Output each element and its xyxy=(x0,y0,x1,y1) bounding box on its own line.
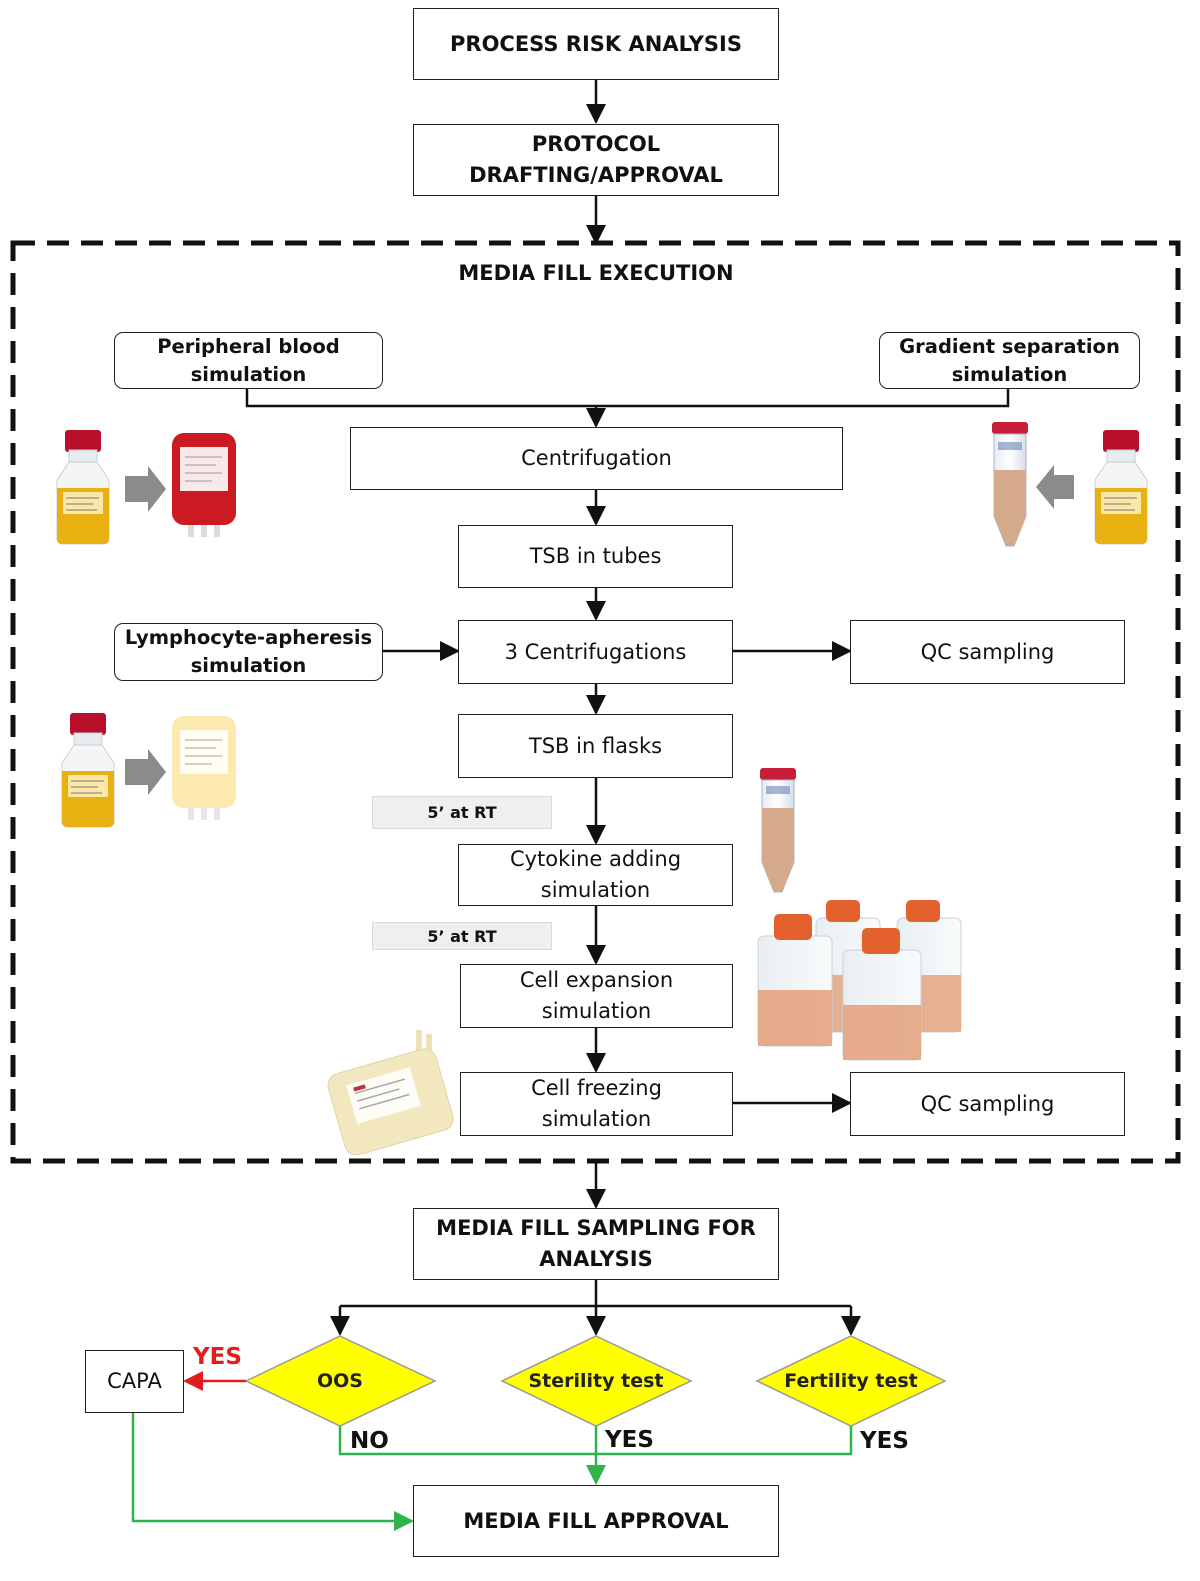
cell-freezing-simulation-box: Cell freezing simulation xyxy=(460,1072,733,1136)
oos-label: OOS xyxy=(317,1370,363,1392)
blood-bag-icon xyxy=(172,433,236,537)
tsb-in-tubes-label: TSB in tubes xyxy=(529,544,662,568)
protocol-label-line2: DRAFTING/APPROVAL xyxy=(469,163,723,187)
fertility-test-label: Fertility test xyxy=(784,1370,918,1392)
gradient-separation-simulation-box: Gradient separation simulation xyxy=(879,332,1140,389)
centrifugation-label: Centrifugation xyxy=(521,446,672,470)
conical-tube-icon xyxy=(992,422,1028,547)
tsb-in-flasks-label: TSB in flasks xyxy=(528,733,663,758)
gradient-separation-line2: simulation xyxy=(951,362,1068,386)
three-centrifugations-box: 3 Centrifugations xyxy=(458,620,733,684)
cytokine-adding-simulation-box: Cytokine adding simulation xyxy=(458,844,733,906)
oos-no-label: NO xyxy=(350,1428,389,1454)
transfer-arrow-icon xyxy=(1036,465,1074,509)
protocol-drafting-box: PROTOCOL DRAFTING/APPROVAL xyxy=(413,124,779,196)
cell-freezing-line2: simulation xyxy=(541,1107,652,1131)
media-bottle-icon xyxy=(1094,430,1148,545)
media-fill-approval-box: MEDIA FILL APPROVAL xyxy=(413,1485,779,1557)
qc-sampling-label-1: QC sampling xyxy=(920,639,1055,664)
time-label-1: 5’ at RT xyxy=(372,796,552,829)
peripheral-blood-simulation-box: Peripheral blood simulation xyxy=(114,332,383,389)
cytokine-adding-line2: simulation xyxy=(540,878,651,902)
capa-label: CAPA xyxy=(107,1369,162,1393)
plasma-bag-icon xyxy=(172,716,236,820)
cell-expansion-line1: Cell expansion xyxy=(519,968,674,992)
gradient-separation-line1: Gradient separation xyxy=(899,334,1120,358)
qc-sampling-box-2: QC sampling xyxy=(850,1072,1125,1136)
media-fill-sampling-line2: ANALYSIS xyxy=(539,1247,653,1271)
process-risk-analysis-label: PROCESS RISK ANALYSIS xyxy=(450,31,742,56)
cell-expansion-simulation-box: Cell expansion simulation xyxy=(460,964,733,1028)
arrow-capa-to-approval xyxy=(131,1413,414,1531)
media-fill-approval-label: MEDIA FILL APPROVAL xyxy=(463,1508,729,1533)
sterility-test-label: Sterility test xyxy=(528,1370,664,1392)
cytokine-adding-line1: Cytokine adding xyxy=(509,847,682,871)
media-bottle-icon xyxy=(56,430,110,545)
centrifugation-box: Centrifugation xyxy=(350,427,843,490)
transfer-arrow-icon xyxy=(125,749,166,795)
capa-box: CAPA xyxy=(85,1350,184,1413)
qc-sampling-box-1: QC sampling xyxy=(850,620,1125,684)
protocol-label-line1: PROTOCOL xyxy=(531,132,661,156)
transfer-arrow-icon xyxy=(125,466,166,512)
lymphocyte-apheresis-line1: Lymphocyte-apheresis xyxy=(124,626,373,649)
media-fill-sampling-line1: MEDIA FILL SAMPLING FOR xyxy=(436,1216,756,1240)
lymphocyte-apheresis-simulation-box: Lymphocyte-apheresis simulation xyxy=(114,623,383,681)
tsb-in-tubes-box: TSB in tubes xyxy=(458,525,733,588)
tsb-in-flasks-box: TSB in flasks xyxy=(458,714,733,778)
cell-freezing-line1: Cell freezing xyxy=(531,1076,662,1100)
qc-sampling-label-2: QC sampling xyxy=(920,1091,1055,1116)
culture-flask-icon xyxy=(757,900,962,1061)
time-label-2: 5’ at RT xyxy=(372,922,552,950)
lymphocyte-apheresis-line2: simulation xyxy=(190,654,307,677)
cell-expansion-line2: simulation xyxy=(541,999,652,1023)
peripheral-blood-line1: Peripheral blood xyxy=(157,334,340,358)
media-bottle-icon xyxy=(61,713,115,828)
peripheral-blood-line2: simulation xyxy=(190,362,307,386)
fertility-yes-label: YES xyxy=(860,1428,909,1454)
three-centrifugations-label: 3 Centrifugations xyxy=(504,639,687,664)
sterility-yes-label: YES xyxy=(605,1427,654,1453)
conical-tube-icon xyxy=(760,768,796,893)
process-risk-analysis-box: PROCESS RISK ANALYSIS xyxy=(413,8,779,80)
oos-yes-label: YES xyxy=(193,1344,242,1370)
freezing-bag-icon xyxy=(327,1030,454,1156)
media-fill-sampling-box: MEDIA FILL SAMPLING FOR ANALYSIS xyxy=(413,1208,779,1280)
media-fill-execution-title: MEDIA FILL EXECUTION xyxy=(458,261,734,285)
connector-peripheral-gradient xyxy=(245,389,1010,408)
